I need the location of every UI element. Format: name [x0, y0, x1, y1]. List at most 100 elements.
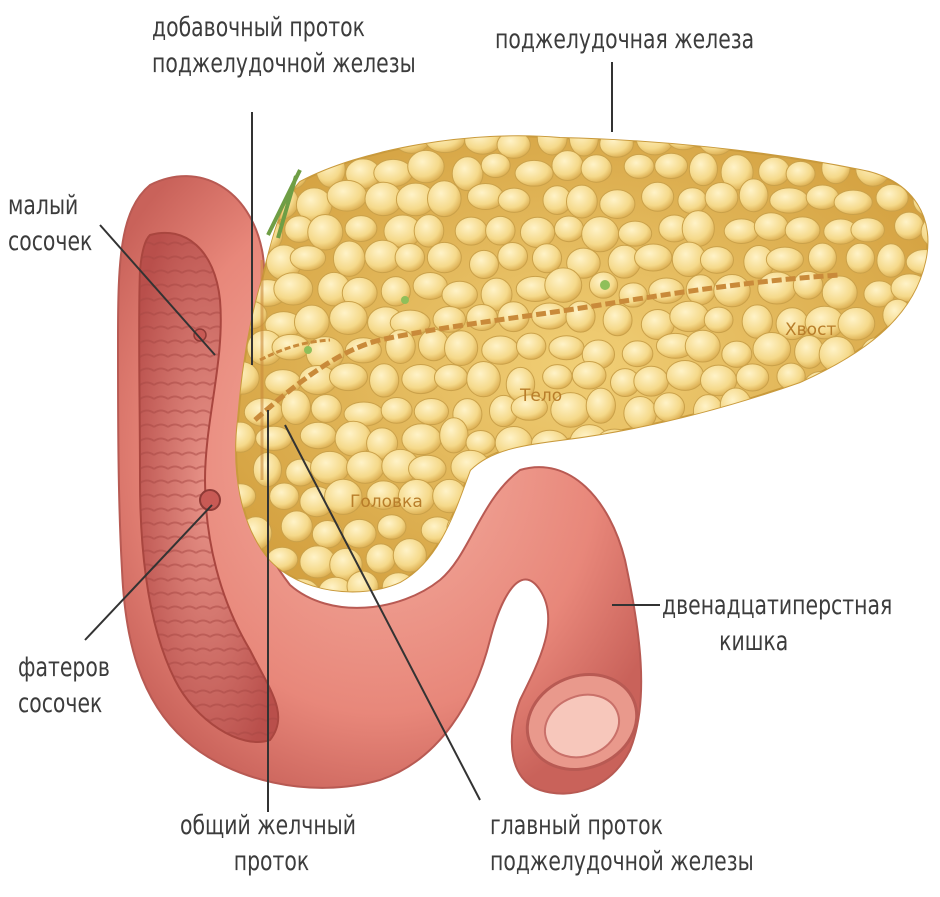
- pancreas-lobule: [679, 517, 717, 543]
- label-common-bile-duct-line1: общий желчный: [180, 808, 356, 844]
- pancreas-lobule: [928, 514, 940, 542]
- label-vater-papilla-line1: фатеров: [18, 650, 110, 686]
- pancreas-lobule: [582, 217, 619, 252]
- pancreas-lobule: [308, 214, 343, 250]
- pancreas-lobule: [554, 216, 583, 242]
- pancreas-lobule: [855, 402, 891, 427]
- pancreas-lobule: [682, 211, 714, 247]
- label-minor-papilla-line2: сосочек: [8, 224, 92, 260]
- pancreas-lobule: [638, 485, 675, 509]
- pancreas-lobule: [884, 334, 919, 362]
- pancreas-lobule: [299, 122, 330, 155]
- pancreas-lobule: [281, 511, 312, 542]
- pancreas-lobule: [703, 418, 738, 452]
- pancreas-lobule: [465, 127, 501, 154]
- pancreas-lobule: [806, 185, 839, 209]
- label-head: Головка: [350, 492, 423, 512]
- pancreas-lobule: [822, 276, 857, 309]
- pancreas-lobule: [347, 451, 384, 483]
- pancreas-lobule: [467, 361, 501, 396]
- pancreas-lobule: [433, 307, 466, 333]
- pancreas-lobule: [927, 458, 940, 488]
- pancreas-lobule: [671, 542, 700, 572]
- pancreas-lobule: [381, 398, 412, 424]
- pancreas-lobule: [910, 121, 940, 149]
- pancreas-lobule: [804, 372, 837, 398]
- pancreas-lobule: [481, 153, 510, 177]
- pancreas-lobule: [333, 122, 367, 149]
- pancreas-lobule: [883, 395, 920, 427]
- pancreas-lobule: [240, 153, 276, 186]
- pancreas-lobule: [772, 485, 811, 516]
- label-common-bile-duct: общий желчный проток: [180, 808, 356, 880]
- pancreas-lobule: [327, 180, 367, 211]
- label-minor-papilla: малый сосочек: [8, 188, 92, 260]
- pancreas-lobule: [545, 268, 582, 302]
- pancreas-lobule: [345, 216, 377, 242]
- pancreas-lobule: [702, 484, 731, 511]
- pancreas-lobule: [596, 429, 633, 456]
- label-accessory-duct-line2: поджелудочной железы: [152, 46, 416, 82]
- pancreas-lobule: [537, 122, 567, 155]
- pancreas-lobule: [231, 127, 260, 154]
- pancreas-lobule: [856, 452, 896, 482]
- pancreas-lobule: [872, 542, 902, 574]
- pancreas-lobule: [636, 549, 669, 576]
- pancreas-lobule: [886, 520, 922, 549]
- pancreas-lobule: [846, 243, 874, 273]
- pancreas-lobule: [678, 188, 707, 214]
- pancreas-lobule: [822, 460, 862, 487]
- pancreas-lobule: [705, 182, 738, 212]
- pancreas-lobule: [632, 426, 666, 457]
- pancreas-lobule: [744, 123, 777, 153]
- pancreas-lobule: [808, 425, 847, 451]
- pancreas-lobule: [720, 388, 751, 422]
- pancreas-lobule: [408, 150, 444, 182]
- pancreas-lobule: [802, 125, 839, 151]
- pancreas-lobule: [455, 217, 487, 245]
- label-vater-papilla: фатеров сосочек: [18, 650, 110, 722]
- pancreas-lobule: [552, 151, 583, 181]
- pancreas-lobule: [294, 305, 329, 339]
- pancreas-lobule: [819, 336, 855, 372]
- pancreas-lobule: [714, 274, 750, 306]
- pancreas-lobule: [842, 364, 873, 400]
- pancreas-lobule: [689, 153, 717, 186]
- pancreas-lobule: [754, 396, 789, 431]
- pancreas-lobule: [695, 455, 724, 481]
- pancreas-lobule: [870, 428, 908, 459]
- pancreas-lobule: [265, 123, 294, 158]
- pancreas-lobule: [566, 185, 597, 218]
- pancreas-lobule: [677, 487, 705, 519]
- pancreas-lobule: [366, 544, 395, 573]
- pancreas-lobule: [409, 455, 447, 482]
- pancreas-lobule: [498, 188, 530, 212]
- pancreas-lobule: [771, 429, 800, 454]
- pancreas-lobule: [427, 242, 461, 272]
- label-pancreas: поджелудочная железа: [495, 22, 754, 58]
- pancreas-lobule: [635, 244, 672, 271]
- pancreas-lobule: [572, 361, 606, 389]
- label-vater-papilla-line2: сосочек: [18, 686, 110, 722]
- pancreas-lobule: [759, 157, 790, 185]
- pancreas-lobule: [469, 250, 498, 278]
- pancreas-lobule: [656, 516, 695, 548]
- pancreas-lobule: [600, 130, 634, 157]
- pancreas-lobule: [893, 152, 922, 187]
- pancreas-lobule: [370, 364, 399, 397]
- pancreas-lobule: [427, 181, 461, 217]
- pancreas-lobule: [861, 338, 891, 371]
- pancreas-lobule: [329, 363, 367, 391]
- pancreas-lobule: [786, 161, 815, 186]
- pancreas-lobule: [516, 333, 545, 359]
- pancreas-lobule: [770, 188, 809, 213]
- pancreas-lobule: [614, 453, 652, 480]
- pancreas-lobule: [655, 153, 688, 178]
- pancreas-lobule: [281, 390, 310, 424]
- pancreas-lobule: [907, 543, 940, 577]
- pancreas-lobule: [739, 179, 768, 212]
- pancreas-lobule: [335, 421, 372, 456]
- pancreas-lobule: [895, 212, 924, 240]
- pancreas-lobule: [636, 123, 673, 155]
- pancreas-lobule: [838, 308, 875, 340]
